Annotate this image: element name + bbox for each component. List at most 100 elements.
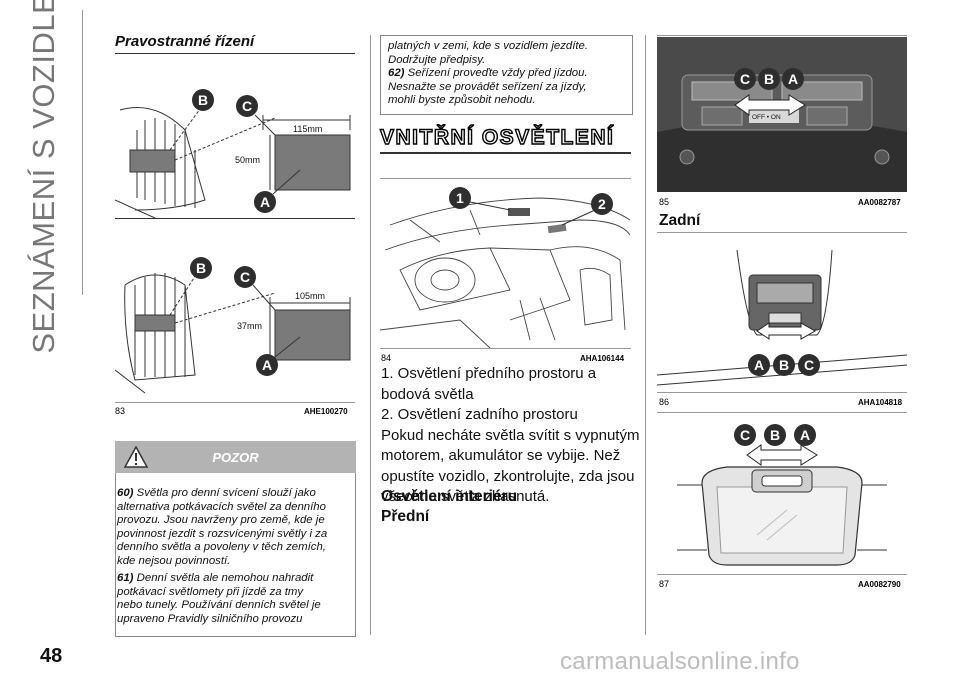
figure-86-number: 86 xyxy=(659,397,670,407)
callout-b-text-87: B xyxy=(770,427,780,443)
section-heading-rhd: Pravostranné řízení xyxy=(115,33,255,50)
callout-c-badge-2 xyxy=(234,266,256,288)
warning-para-2-num: 61) xyxy=(117,572,134,584)
watermark: carmanualsonline.info xyxy=(560,648,800,675)
callout-c-badge-87 xyxy=(734,424,756,446)
column-divider-1 xyxy=(370,35,371,635)
figure-87: C B A xyxy=(677,424,887,566)
callout-1-text: 1 xyxy=(456,190,464,206)
figure-85: OFF • ON C B A xyxy=(657,37,907,192)
callout-c-text-85: C xyxy=(740,71,750,87)
warning-header: POZOR xyxy=(115,441,356,473)
headlamp-sketch-2 xyxy=(115,273,196,394)
callout-a-badge-86 xyxy=(748,354,770,376)
figure-86-bottom-rule xyxy=(657,392,907,393)
warning-box xyxy=(115,473,356,637)
beam-pattern-projection-2 xyxy=(274,309,351,361)
figure-85-top-rule xyxy=(657,35,907,36)
arrow-double xyxy=(734,94,806,116)
front-courtesy-lamp xyxy=(508,208,530,216)
rear-courtesy-lamp xyxy=(547,223,567,234)
callout-a-badge-87 xyxy=(794,424,816,446)
figure-84-number: 84 xyxy=(381,353,392,363)
callout-c-text-87: C xyxy=(740,427,750,443)
figure-87-bottom-rule xyxy=(657,574,907,575)
figure-86-code: AHA104818 xyxy=(858,398,903,407)
continued-warning-box xyxy=(380,35,633,115)
callout-c-text: C xyxy=(242,98,252,114)
page-number: 48 xyxy=(40,645,63,667)
figure-83-number: 83 xyxy=(115,406,126,416)
arrow-double-87 xyxy=(746,444,818,466)
figure-84-code: AHA106144 xyxy=(580,354,625,363)
arrow-double-86 xyxy=(756,322,817,340)
section-title-interior-lighting: VNITŘNÍ OSVĚTLENÍ xyxy=(379,125,615,149)
figure-87-number: 87 xyxy=(659,579,670,589)
dimension-vertical-bottom: 37mm xyxy=(237,321,262,331)
dimension-vertical-top: 50mm xyxy=(235,155,260,165)
dimension-horizontal-top: 115mm xyxy=(293,124,322,134)
column-divider-2 xyxy=(645,35,646,635)
callout-b-text: B xyxy=(198,92,208,108)
callout-2-badge xyxy=(591,193,613,215)
warning-title: POZOR xyxy=(212,450,259,465)
callout-a-text: A xyxy=(260,194,270,210)
interior-lighting-body: 1. Osvětlení předního prostoru a bodová … xyxy=(381,365,640,505)
callout-b-badge-2 xyxy=(190,257,212,279)
figure-85-code: AA0082787 xyxy=(858,198,901,207)
warning-para-2: 61) Denní světla ale nemohou nahradit po… xyxy=(117,572,321,625)
dimension-horizontal-bottom: 105mm xyxy=(295,291,325,301)
box-para-num: 62) xyxy=(388,67,405,80)
figure-83-code: AHE100270 xyxy=(304,407,348,416)
callout-2-text: 2 xyxy=(598,196,606,212)
callout-a-badge xyxy=(254,191,276,213)
callout-b-text-85: B xyxy=(764,71,774,87)
callout-a-text-87: A xyxy=(800,427,810,443)
continued-warning-text: platných v zemi, kde s vozidlem jezdíte.… xyxy=(388,40,589,107)
callout-c-badge-86 xyxy=(798,354,820,376)
callout-a-badge-85 xyxy=(782,68,804,90)
heading-rule xyxy=(115,53,355,54)
warning-para-1: 60) Světla pro denní svícení slouží jako… xyxy=(117,487,328,567)
callout-b-badge-86 xyxy=(773,354,795,376)
callout-b-text-2: B xyxy=(196,260,206,276)
callout-a-text-86: A xyxy=(754,357,764,373)
callout-a-badge-2 xyxy=(256,354,278,376)
callout-c-text-2: C xyxy=(240,269,250,285)
chapter-side-title: SEZNÁMENÍ S VOZIDLEM xyxy=(26,0,61,354)
figure-84: 1 2 xyxy=(380,187,631,348)
figure-87-top-rule xyxy=(657,412,907,413)
callout-a-text-85: A xyxy=(788,71,798,87)
subheading-front: Přední xyxy=(381,508,430,525)
figure-83-top: 115mm 50mm B C A xyxy=(115,89,351,218)
side-divider xyxy=(82,10,83,295)
figure-85-number: 85 xyxy=(659,197,670,207)
beam-pattern-small xyxy=(129,149,176,173)
warning-para-1-num: 60) xyxy=(117,487,134,499)
callout-b-badge-85 xyxy=(758,68,780,90)
callout-b-text-86: B xyxy=(779,357,789,373)
figure-84-bottom-rule xyxy=(380,348,631,349)
subheading-rear: Zadní xyxy=(659,212,701,229)
figure-86: A B C xyxy=(657,249,907,386)
callout-c-badge-85 xyxy=(734,68,756,90)
warning-triangle-icon xyxy=(124,446,148,468)
figure-83-bottom-rule xyxy=(115,402,355,403)
callout-b-badge xyxy=(192,89,214,111)
beam-pattern-small-2 xyxy=(134,314,176,332)
callout-1-badge xyxy=(449,187,471,209)
figure-83-bottom: 105mm 37mm B C A xyxy=(115,257,351,394)
callout-a-text-2: A xyxy=(262,357,272,373)
subheading-interior-lighting: Osvětlení interiéru xyxy=(381,488,518,505)
off-on-switch xyxy=(749,109,799,123)
figure-split-rule xyxy=(115,218,355,219)
car-interior-sketch xyxy=(380,197,631,348)
callout-c-text-86: C xyxy=(804,357,814,373)
switch-label: OFF • ON xyxy=(752,114,781,121)
callout-c-badge xyxy=(236,95,258,117)
section-title-rule xyxy=(380,152,631,154)
figure-84-top-rule xyxy=(380,178,631,179)
figure-86-top-rule xyxy=(657,232,907,233)
figure-87-code: AA0082790 xyxy=(858,580,901,589)
callout-b-badge-87 xyxy=(764,424,786,446)
